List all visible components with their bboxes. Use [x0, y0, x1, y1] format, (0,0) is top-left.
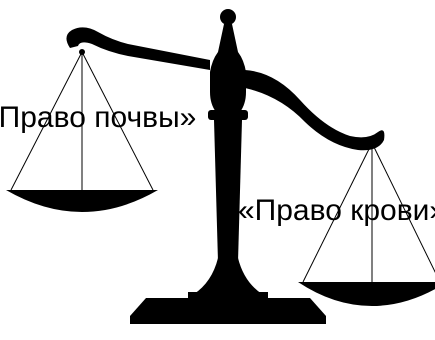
- right-pan-bowl: [298, 282, 435, 306]
- column-shaft: [214, 120, 242, 262]
- right-string-inner: [371, 142, 435, 273]
- right-pan: [298, 142, 435, 306]
- left-string-inner: [81, 51, 154, 191]
- right-pan-label: «Право крови»: [238, 194, 435, 227]
- finial-ball: [220, 9, 236, 25]
- pivot-head: [210, 24, 246, 112]
- right-string-outer: [302, 142, 373, 283]
- left-string-outer: [10, 51, 83, 191]
- scale-base: [130, 298, 326, 316]
- left-pan: [6, 51, 158, 212]
- scale-column: [130, 9, 326, 324]
- balance-beam: [66, 27, 385, 151]
- left-pan-bowl: [6, 190, 158, 212]
- left-pan-label: «Право почвы»: [0, 101, 197, 134]
